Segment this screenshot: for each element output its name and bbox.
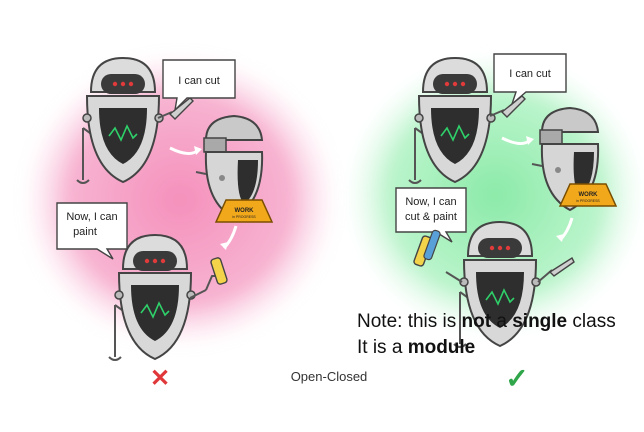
speech-text-paint-2: paint — [73, 226, 97, 238]
speech-bubble-cut-right: I can cut — [493, 53, 567, 107]
note-line1-part-4: single — [512, 311, 567, 332]
speech-text-paint-1: Now, I can — [66, 211, 117, 223]
knife-icon — [157, 97, 194, 120]
speech-text-cut-paint-2: cut & paint — [405, 211, 457, 223]
note-line-1: Note: this is not a single class — [357, 311, 616, 332]
knife-icon-bottom-right — [537, 256, 575, 283]
speech-text-cut-paint-1: Now, I can — [405, 196, 456, 208]
work-in-progress-sign-left: WORK in PROGRESS — [215, 199, 273, 223]
sign-text: WORK — [235, 208, 255, 214]
speech-bubble-cut: I can cut — [162, 59, 236, 113]
speech-text-cut: I can cut — [178, 75, 220, 87]
sign-subtext: in PROGRESS — [232, 215, 256, 219]
paint-roller-icon — [189, 257, 228, 299]
speech-bubble-cut-and-paint: Now, I can cut & paint — [395, 187, 467, 243]
right-panel: I can cut WORK in PROGRESS Now, I can cu… — [345, 53, 644, 394]
note-line1-part-1: Note: this is — [357, 311, 462, 332]
note-line2-part-2: module — [408, 337, 476, 358]
sign-text-right: WORK — [579, 192, 599, 198]
sign-subtext-right: in PROGRESS — [576, 199, 600, 203]
paint-roller-icon-right — [413, 229, 463, 283]
note-line1-part-2: not — [462, 311, 492, 332]
note-line2-part-1: It is a — [357, 337, 408, 358]
note-line1-part-5: class — [567, 311, 616, 332]
note-line-2: It is a module — [357, 337, 475, 358]
note-line1-part-3: a — [491, 311, 512, 332]
speech-bubble-paint: Now, I can paint — [56, 202, 128, 260]
work-in-progress-sign-right: WORK in PROGRESS — [559, 183, 617, 207]
speech-text-cut-right: I can cut — [509, 68, 551, 80]
left-panel: I can cut WORK in PROGRESS Now, I can pa… — [22, 52, 338, 392]
check-icon: ✓ — [505, 363, 528, 394]
cross-icon: ✕ — [150, 365, 170, 392]
center-label: Open-Closed — [291, 369, 368, 384]
